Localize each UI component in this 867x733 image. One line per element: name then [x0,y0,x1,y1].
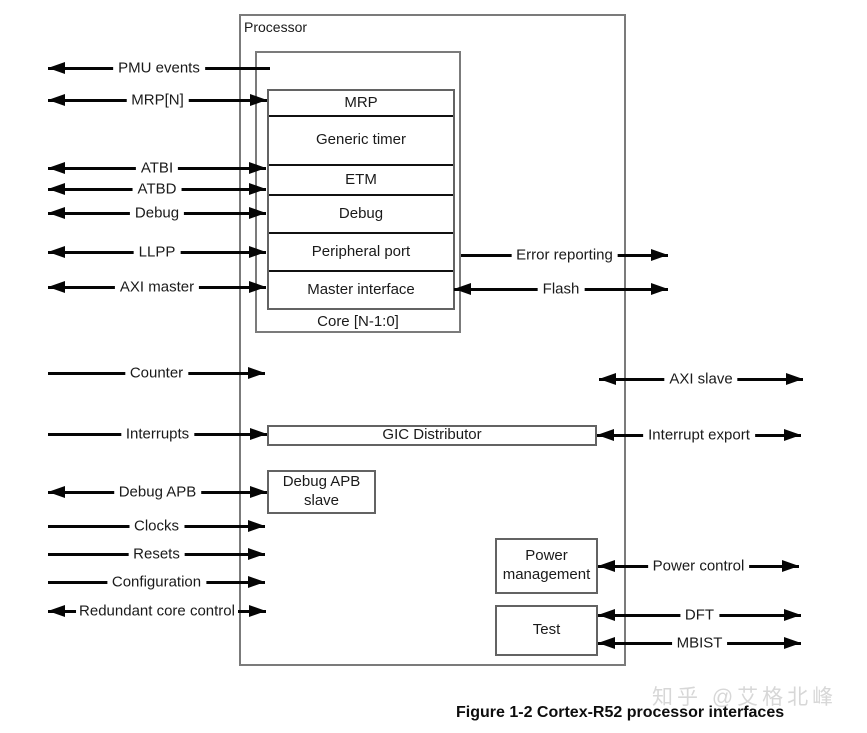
arrow-label: DFT [679,606,720,624]
test-box: Test [495,605,598,656]
arrow-label: Redundant core control [76,602,238,620]
arrow-label: Clocks [128,517,185,535]
arrowhead-left-icon [598,609,615,621]
arrow-label: Error reporting [511,246,618,264]
arrow-label: Resets [128,545,185,563]
arrowhead-right-icon [784,637,801,649]
arrow-label: Flash [537,280,585,298]
core-stack: MRP Generic timer ETM Debug Peripheral p… [267,89,455,310]
core-row-mrp: MRP [344,93,378,111]
arrow-label: AXI master [114,278,200,296]
arrowhead-right-icon [248,548,265,560]
arrow-label: Counter [124,364,189,382]
arrowhead-left-icon [48,94,65,106]
arrow-label: LLPP [133,243,181,261]
arrowhead-right-icon [250,94,267,106]
arrowhead-left-icon [48,281,65,293]
arrow-label: MBIST [671,634,728,652]
watermark: 知乎 @艾格北峰 [652,686,838,709]
arrowhead-right-icon [249,246,266,258]
arrowhead-right-icon [250,486,267,498]
arrowhead-left-icon [48,246,65,258]
arrowhead-left-icon [598,560,615,572]
arrow-label: ATBI [135,159,179,177]
arrowhead-left-icon [48,207,65,219]
gic-distributor-box: GIC Distributor [267,425,597,446]
arrow-label: PMU events [113,59,205,77]
arrowhead-right-icon [249,207,266,219]
arrowhead-right-icon [784,609,801,621]
core-row-generic-timer: Generic timer [269,115,453,164]
arrowhead-right-icon [249,605,266,617]
debug-apb-slave-box: Debug APB slave [267,470,376,514]
arrowhead-left-icon [598,637,615,649]
figure-caption: Figure 1-2 Cortex-R52 processor interfac… [456,704,785,721]
arrowhead-right-icon [248,576,265,588]
arrow-label: Debug APB [113,483,202,501]
arrowhead-right-icon [782,560,799,572]
arrowhead-left-icon [48,605,65,617]
arrowhead-right-icon [784,429,801,441]
arrowhead-left-icon [48,162,65,174]
arrowhead-right-icon [249,183,266,195]
arrowhead-left-icon [48,183,65,195]
arrow-label: MRP[N] [126,91,189,109]
arrowhead-right-icon [248,367,265,379]
arrow-label: Configuration [106,573,207,591]
arrowhead-right-icon [249,281,266,293]
arrowhead-right-icon [651,283,668,295]
arrow-label: Debug [129,204,185,222]
arrow-label: Power control [647,557,750,575]
processor-title: Processor [244,19,308,35]
arrowhead-left-icon [597,429,614,441]
core-row-master-interface: Master interface [269,270,453,308]
core-row-etm: ETM [269,164,453,194]
arrowhead-left-icon [48,62,65,74]
power-management-box: Power management [495,538,598,594]
arrowhead-right-icon [786,373,803,385]
arrowhead-left-icon [599,373,616,385]
core-caption: Core [N-1:0] [317,313,399,330]
arrow-label: Interrupt export [643,426,755,444]
arrow-label: Interrupts [120,425,195,443]
core-row-peripheral-port: Peripheral port [269,232,453,270]
arrowhead-right-icon [250,428,267,440]
processor-box [239,14,626,666]
arrowhead-right-icon [249,162,266,174]
arrowhead-left-icon [48,486,65,498]
arrow-label: ATBD [132,180,182,198]
arrowhead-right-icon [248,520,265,532]
arrowhead-left-icon [454,283,471,295]
arrow-label: AXI slave [664,370,738,388]
arrowhead-right-icon [651,249,668,261]
core-row-debug: Debug [269,194,453,232]
